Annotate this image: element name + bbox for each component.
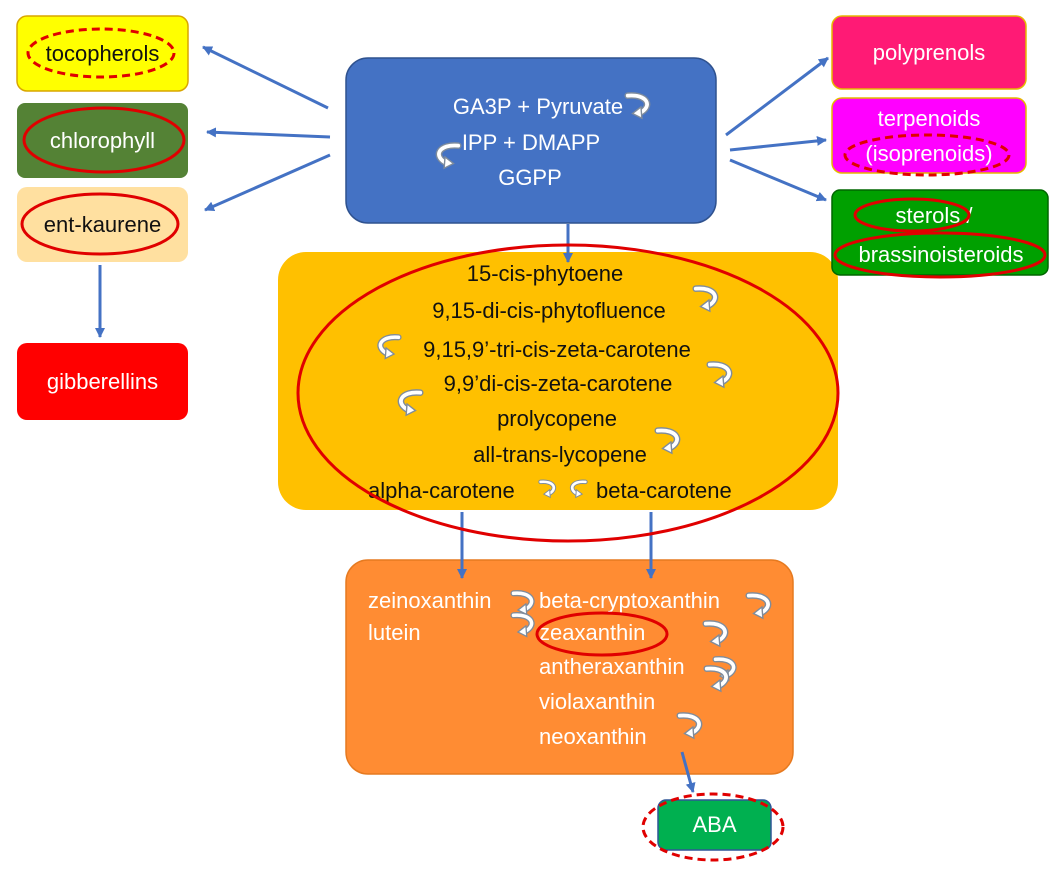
tocopherols-label: tocopherols (45, 40, 160, 66)
violaxanthin-label: violaxanthin (539, 689, 656, 714)
core-box (345, 57, 717, 224)
di-cis-zeta-carotene-label: 9,9’di-cis-zeta-carotene (443, 371, 673, 396)
all-trans-lycopene-label: all-trans-lycopene (473, 442, 647, 467)
arrow-to-sterols (729, 158, 827, 202)
antheraxanthin-label: antheraxanthin (539, 654, 685, 679)
ent-kaurene-label: ent-kaurene (43, 211, 162, 237)
core-line-ga3p: GA3P + Pyruvate (452, 94, 624, 119)
beta-cryptoxanthin-label: beta-cryptoxanthin (539, 588, 720, 613)
core-line-ggpp: GGPP (498, 165, 562, 190)
core-line-ipp: IPP + DMAPP (461, 130, 601, 155)
arrow-to-chlorophyll (206, 127, 331, 139)
terpenoids-label: terpenoids (877, 106, 981, 131)
gibberellins-label: gibberellins (46, 368, 159, 394)
prolycopene-label: prolycopene (497, 406, 617, 431)
polyprenols-label: polyprenols (872, 39, 986, 65)
polyprenols-box (831, 15, 1027, 90)
aba-label: ABA (692, 812, 737, 838)
tri-cis-zeta-carotene-label: 9,15,9’-tri-cis-zeta-carotene (423, 337, 691, 362)
xanthophyll-box (345, 559, 794, 775)
arrow-to-polyprenols (725, 56, 829, 137)
lutein-label: lutein (368, 620, 421, 645)
phytofluence-label: 9,15-di-cis-phytofluence (432, 298, 666, 323)
chlorophyll-label: chlorophyll (49, 127, 156, 153)
gibberellins-box (17, 343, 188, 420)
isoprenoids-label: (isoprenoids) (865, 141, 993, 166)
arrow-to-terpenoids (729, 135, 827, 152)
arrow-to-aba (680, 751, 696, 793)
sterols-label: sterols / (895, 203, 973, 228)
zeaxanthin-label: zeaxanthin (539, 620, 646, 645)
alpha-carotene-label: alpha-carotene (368, 478, 515, 503)
arrow-to-tocopherols (202, 45, 329, 110)
neoxanthin-label: neoxanthin (539, 724, 647, 749)
zeinoxanthin-label: zeinoxanthin (368, 588, 492, 613)
arrow-to-ent-kaurene (204, 153, 331, 212)
brassinosteroids-label: brassinoisteroids (858, 242, 1024, 267)
beta-carotene-label: beta-carotene (596, 478, 732, 503)
phytoene-label: 15-cis-phytoene (466, 261, 624, 286)
